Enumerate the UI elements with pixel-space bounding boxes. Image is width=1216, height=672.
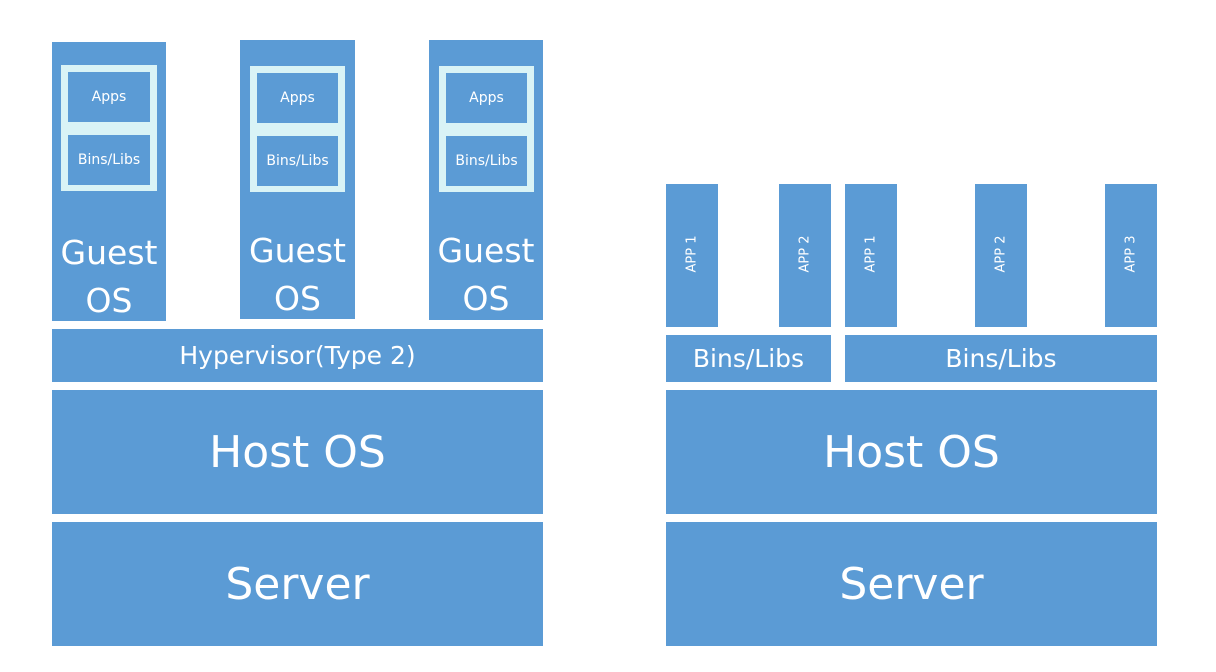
container-server-layer: Server (666, 522, 1157, 646)
guest-vm-1-bins-libs: Bins/Libs (68, 135, 150, 185)
container-b-app-1-label: APP 1 (863, 235, 879, 273)
container-a-app-2-label: APP 2 (797, 235, 813, 273)
guest-vm-2-frame: Apps Bins/Libs (250, 66, 345, 192)
guest-vm-3-os-line2: OS (462, 279, 510, 318)
container-a-app-2: APP 2 (779, 184, 831, 327)
guest-vm-1-os-line1: Guest (60, 233, 158, 272)
container-a-bins-libs: Bins/Libs (666, 335, 831, 382)
guest-vm-2-os-line1: Guest (249, 231, 346, 270)
guest-vm-2-apps: Apps (257, 73, 338, 123)
container-b-app-2-label: APP 2 (993, 235, 1009, 273)
hypervisor-layer: Hypervisor(Type 2) (52, 329, 543, 382)
container-a-app-1: APP 1 (666, 184, 718, 327)
guest-vm-3-bins-libs: Bins/Libs (446, 136, 527, 186)
guest-vm-2-os-line2: OS (274, 279, 321, 318)
guest-vm-2: Apps Bins/Libs Guest OS (240, 40, 355, 319)
guest-vm-3-frame: Apps Bins/Libs (439, 66, 534, 192)
guest-vm-1-os-line2: OS (85, 281, 133, 320)
container-b-app-3: APP 3 (1105, 184, 1157, 327)
container-b-app-1: APP 1 (845, 184, 897, 327)
container-b-app-3-label: APP 3 (1123, 235, 1139, 273)
vm-server-layer: Server (52, 522, 543, 646)
container-b-app-2: APP 2 (975, 184, 1027, 327)
guest-vm-1-apps: Apps (68, 72, 150, 122)
container-b-bins-libs: Bins/Libs (845, 335, 1157, 382)
guest-vm-3-os-line1: Guest (437, 231, 535, 270)
guest-vm-1-frame: Apps Bins/Libs (61, 65, 157, 191)
guest-vm-3-apps: Apps (446, 73, 527, 123)
container-host-os-layer: Host OS (666, 390, 1157, 514)
guest-vm-1: Apps Bins/Libs Guest OS (52, 42, 166, 321)
guest-vm-2-bins-libs: Bins/Libs (257, 136, 338, 186)
guest-vm-3: Apps Bins/Libs Guest OS (429, 40, 543, 320)
container-a-app-1-label: APP 1 (684, 235, 700, 273)
vm-host-os-layer: Host OS (52, 390, 543, 514)
